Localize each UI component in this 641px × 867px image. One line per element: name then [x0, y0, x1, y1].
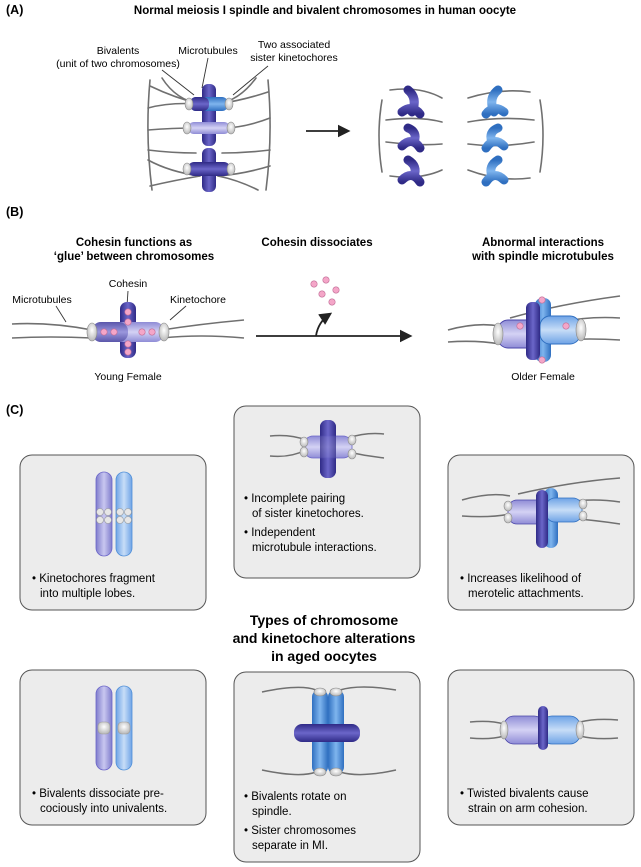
box1-line2: into multiple lobes.: [40, 588, 135, 600]
spindle-right: [378, 88, 544, 180]
box2-line2: of sister kinetochores.: [252, 508, 364, 520]
panel-c-label: (C): [6, 403, 23, 417]
box5-line4: separate in MI.: [252, 840, 328, 852]
box3-line1: • Increases likelihood of: [460, 573, 582, 585]
caption-young: Young Female: [94, 371, 161, 383]
box6-line1: • Twisted bivalents cause: [460, 788, 588, 800]
bivalent-older: [492, 296, 587, 364]
caption-older: Older Female: [511, 371, 575, 383]
heading-abnormal-1: Abnormal interactions: [482, 237, 604, 249]
label-cohesin: Cohesin: [109, 278, 148, 290]
box-twisted: • Twisted bivalents cause strain on arm …: [447, 669, 635, 826]
label-kinetochore: Kinetochore: [170, 294, 226, 306]
label-kinetochores-1: Two associated: [258, 39, 331, 51]
box2-line1: • Incomplete pairing: [244, 493, 345, 505]
heading-cohesin-glue-1: Cohesin functions as: [76, 237, 192, 249]
box4-line1: • Bivalents dissociate pre-: [32, 788, 164, 800]
center-title-2: and kinetochore alterations: [233, 630, 416, 646]
box-rotation: • Bivalents rotate on spindle. • Sister …: [233, 671, 421, 863]
panel-a: (A) Normal meiosis I spindle and bivalen…: [6, 3, 544, 192]
label-microtubules-b: Microtubules: [12, 294, 72, 306]
panel-a-title: Normal meiosis I spindle and bivalent ch…: [134, 5, 516, 17]
arrow-b-branch: [315, 312, 333, 337]
leader-lines-a: [161, 57, 269, 96]
heading-abnormal-2: with spindle microtubules: [471, 251, 614, 263]
box5-line2: spindle.: [252, 806, 292, 818]
panel-a-label: (A): [6, 3, 23, 17]
box-fragmented-kinetochores: • Kinetochores fragment into multiple lo…: [19, 454, 207, 611]
center-title-3: in aged oocytes: [271, 648, 377, 664]
box2-line3: • Independent: [244, 527, 316, 539]
cohesin-dots-released: [310, 276, 340, 306]
mt-young: [11, 319, 245, 339]
separated-chromosomes-left: [397, 85, 425, 187]
box6-line2: strain on arm cohesion.: [468, 803, 588, 815]
box-precocious-dissociation: • Bivalents dissociate pre- cociously in…: [19, 669, 207, 826]
heading-cohesin-glue-2: ‘glue’ between chromosomes: [54, 251, 214, 263]
heading-cohesin-dissociates: Cohesin dissociates: [261, 237, 372, 249]
box3-line2: merotelic attachments.: [468, 588, 584, 600]
label-bivalents: Bivalents: [97, 45, 140, 57]
panel-b-label: (B): [6, 205, 23, 219]
cohesin-dots-older: [516, 296, 570, 364]
box-incomplete-pairing: • Incomplete pairing of sister kinetocho…: [233, 405, 421, 579]
box5-line3: • Sister chromosomes: [244, 825, 356, 837]
label-bivalents-sub: (unit of two chromosomes): [56, 58, 180, 70]
box2-line4: microtubule interactions.: [252, 542, 377, 554]
center-title-1: Types of chromosome: [250, 612, 399, 628]
panel-b: (B) Cohesin functions as ‘glue’ between …: [6, 205, 621, 383]
cohesin-dots-young: [100, 308, 156, 356]
box-merotelic: • Increases likelihood of merotelic atta…: [447, 454, 635, 611]
bivalent-a-top: [184, 84, 234, 126]
bivalent-a-bottom: [182, 148, 236, 192]
panel-c: (C) • Kinetochores fragment into multipl…: [6, 403, 635, 863]
label-kinetochores-2: sister kinetochores: [250, 52, 338, 64]
separated-chromosomes-right: [481, 85, 509, 187]
box4-line2: cociously into univalents.: [40, 803, 167, 815]
bivalent-young: [86, 302, 170, 358]
box1-line1: • Kinetochores fragment: [32, 573, 156, 585]
label-microtubules-a: Microtubules: [178, 45, 238, 57]
bivalent-a-mid: [182, 112, 236, 146]
box5-line1: • Bivalents rotate on: [244, 791, 346, 803]
